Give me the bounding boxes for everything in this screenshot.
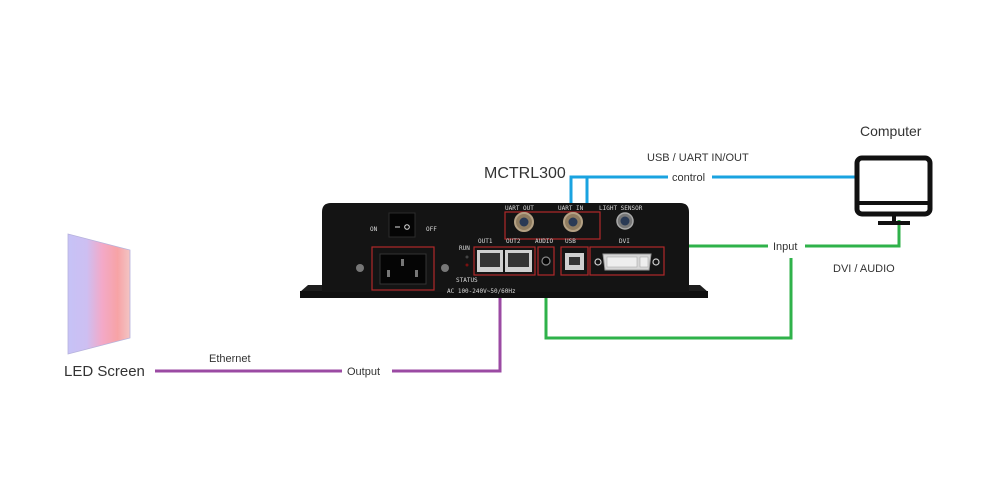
computer-label: Computer xyxy=(860,123,922,139)
usb-label: USB xyxy=(565,238,576,245)
input-line-computer xyxy=(805,220,901,248)
switch-on-label: ON xyxy=(370,226,378,233)
input-caption: DVI / AUDIO xyxy=(833,263,895,275)
uart-ports: UART OUT UART IN xyxy=(504,205,601,240)
run-label: RUN xyxy=(459,245,470,252)
control-line-left xyxy=(569,175,668,210)
ethernet-connection: Ethernet Output xyxy=(155,272,502,378)
dvi-label: DVI xyxy=(619,238,630,245)
controller-title: MCTRL300 xyxy=(484,165,566,182)
uart-out-label: UART OUT xyxy=(505,205,534,212)
input-label: Input xyxy=(773,241,797,253)
out1-label: OUT1 xyxy=(478,238,493,245)
monitor-icon xyxy=(854,155,933,225)
power-switch: ON OFF xyxy=(370,212,437,238)
switch-off-label: OFF xyxy=(426,226,437,233)
ethernet-ports: OUT1 OUT2 xyxy=(473,238,536,276)
light-sensor-label: LIGHT SENSOR xyxy=(599,205,643,212)
control-connection: USB / UART IN/OUT control xyxy=(569,152,857,252)
power-socket xyxy=(356,246,449,291)
input-line-audio xyxy=(544,258,793,340)
uart-in-label: UART IN xyxy=(558,205,584,212)
control-caption: USB / UART IN/OUT xyxy=(647,152,749,164)
audio-label: AUDIO xyxy=(535,238,553,245)
ethernet-label: Ethernet xyxy=(209,353,251,365)
computer-node: Computer xyxy=(854,123,933,225)
led-panel-icon xyxy=(67,233,131,355)
out2-label: OUT2 xyxy=(506,238,521,245)
ethernet-line-right xyxy=(392,272,502,373)
output-label: Output xyxy=(347,366,380,378)
led-screen-node: LED Screen xyxy=(64,233,145,380)
power-rating-label: AC 100-240V~50/60Hz xyxy=(447,288,516,295)
controller-box-icon: ON OFF RUN STATUS AC 100-240V~50/60Hz UA… xyxy=(300,203,708,298)
led-screen-label: LED Screen xyxy=(64,363,145,380)
control-label: control xyxy=(672,172,705,184)
status-label: STATUS xyxy=(456,277,478,284)
audio-port xyxy=(541,256,551,266)
